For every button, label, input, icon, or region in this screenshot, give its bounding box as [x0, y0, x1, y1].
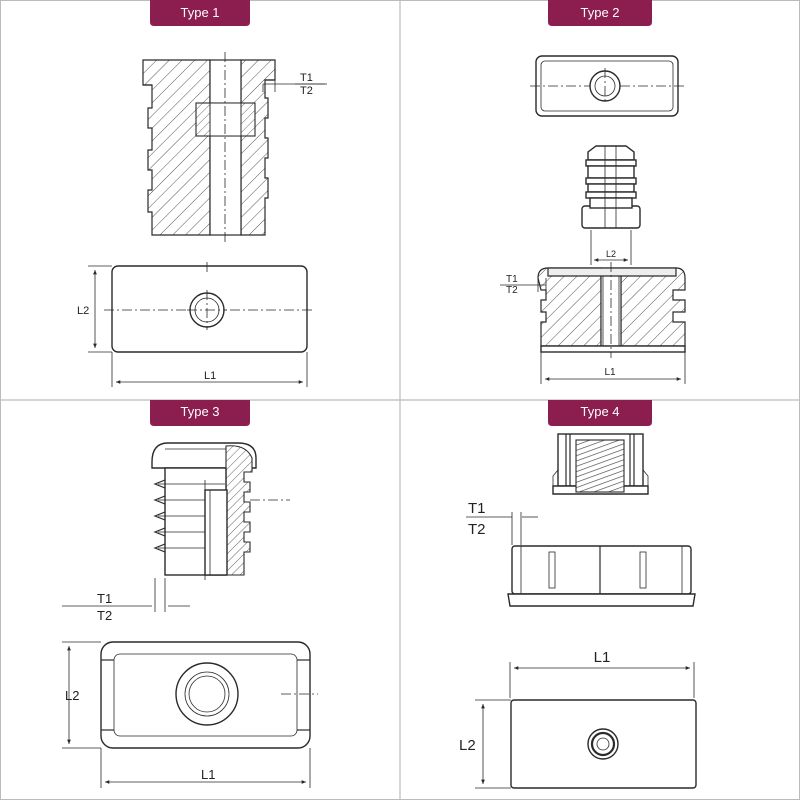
- svg-text:Type 1: Type 1: [180, 5, 219, 20]
- type-3-t-dimension: T1 T2: [62, 578, 190, 623]
- panel-type-2: Type 2 L2: [500, 0, 686, 384]
- type-2-l1-dimension: L1: [540, 352, 686, 384]
- type-1-l1-dimension: L1: [111, 352, 308, 387]
- type-4-t1-label: T1: [468, 500, 486, 517]
- type-4-l2-dimension: L2: [459, 699, 511, 789]
- type-4-t2-label: T2: [468, 521, 486, 538]
- type-2-t-dimension: T1 T2: [500, 274, 547, 296]
- type-2-section-view: [537, 262, 686, 358]
- type-1-t2-label: T2: [300, 85, 313, 97]
- type-1-l1-label: L1: [204, 370, 216, 382]
- type-1-tag: Type 1: [150, 0, 250, 26]
- svg-text:Type 2: Type 2: [580, 5, 619, 20]
- type-4-l2-label: L2: [459, 737, 476, 754]
- type-2-top-view: [530, 55, 684, 117]
- type-3-plan-view: [100, 641, 318, 749]
- type-3-t1-label: T1: [97, 591, 112, 606]
- type-4-l1-label: L1: [594, 649, 611, 666]
- type-1-t1-label: T1: [300, 72, 313, 84]
- type-2-t2-label: T2: [506, 285, 518, 296]
- type-1-plan-view: [104, 262, 315, 353]
- type-3-t2-label: T2: [97, 608, 112, 623]
- panel-type-1: Type 1 T1 T2: [77, 0, 327, 387]
- svg-text:Type 4: Type 4: [580, 404, 619, 419]
- type-4-threaded-insert-view: [552, 433, 649, 495]
- type-2-t1-label: T1: [506, 274, 518, 285]
- type-2-l2-label: L2: [606, 249, 616, 259]
- type-4-t-dimension: T1 T2: [466, 500, 538, 545]
- type-3-l1-dimension: L1: [100, 748, 311, 788]
- panel-type-4: Type 4 T1 T2: [459, 400, 697, 789]
- svg-text:Type 3: Type 3: [180, 404, 219, 419]
- type-3-l2-label: L2: [65, 688, 79, 703]
- type-2-plug-3d-view: [581, 145, 641, 229]
- type-3-section-view: [151, 442, 290, 580]
- type-2-l2-dimension: L2: [590, 230, 632, 265]
- type-4-tag: Type 4: [548, 400, 652, 426]
- type-4-plan-view: [510, 699, 697, 789]
- type-3-l2-dimension: L2: [62, 641, 101, 749]
- type-4-l1-dimension: L1: [509, 649, 695, 698]
- type-3-tag: Type 3: [150, 400, 250, 426]
- type-1-l2-label: L2: [77, 305, 89, 317]
- type-4-side-view: [507, 545, 696, 607]
- type-1-section-view: [142, 52, 276, 242]
- type-2-tag: Type 2: [548, 0, 652, 26]
- type-3-l1-label: L1: [201, 767, 215, 782]
- panel-type-3: Type 3: [62, 400, 318, 788]
- type-1-l2-dimension: L2: [77, 265, 112, 353]
- type-1-t-dimension: T1 T2: [262, 72, 327, 97]
- type-2-l1-label: L1: [604, 367, 616, 378]
